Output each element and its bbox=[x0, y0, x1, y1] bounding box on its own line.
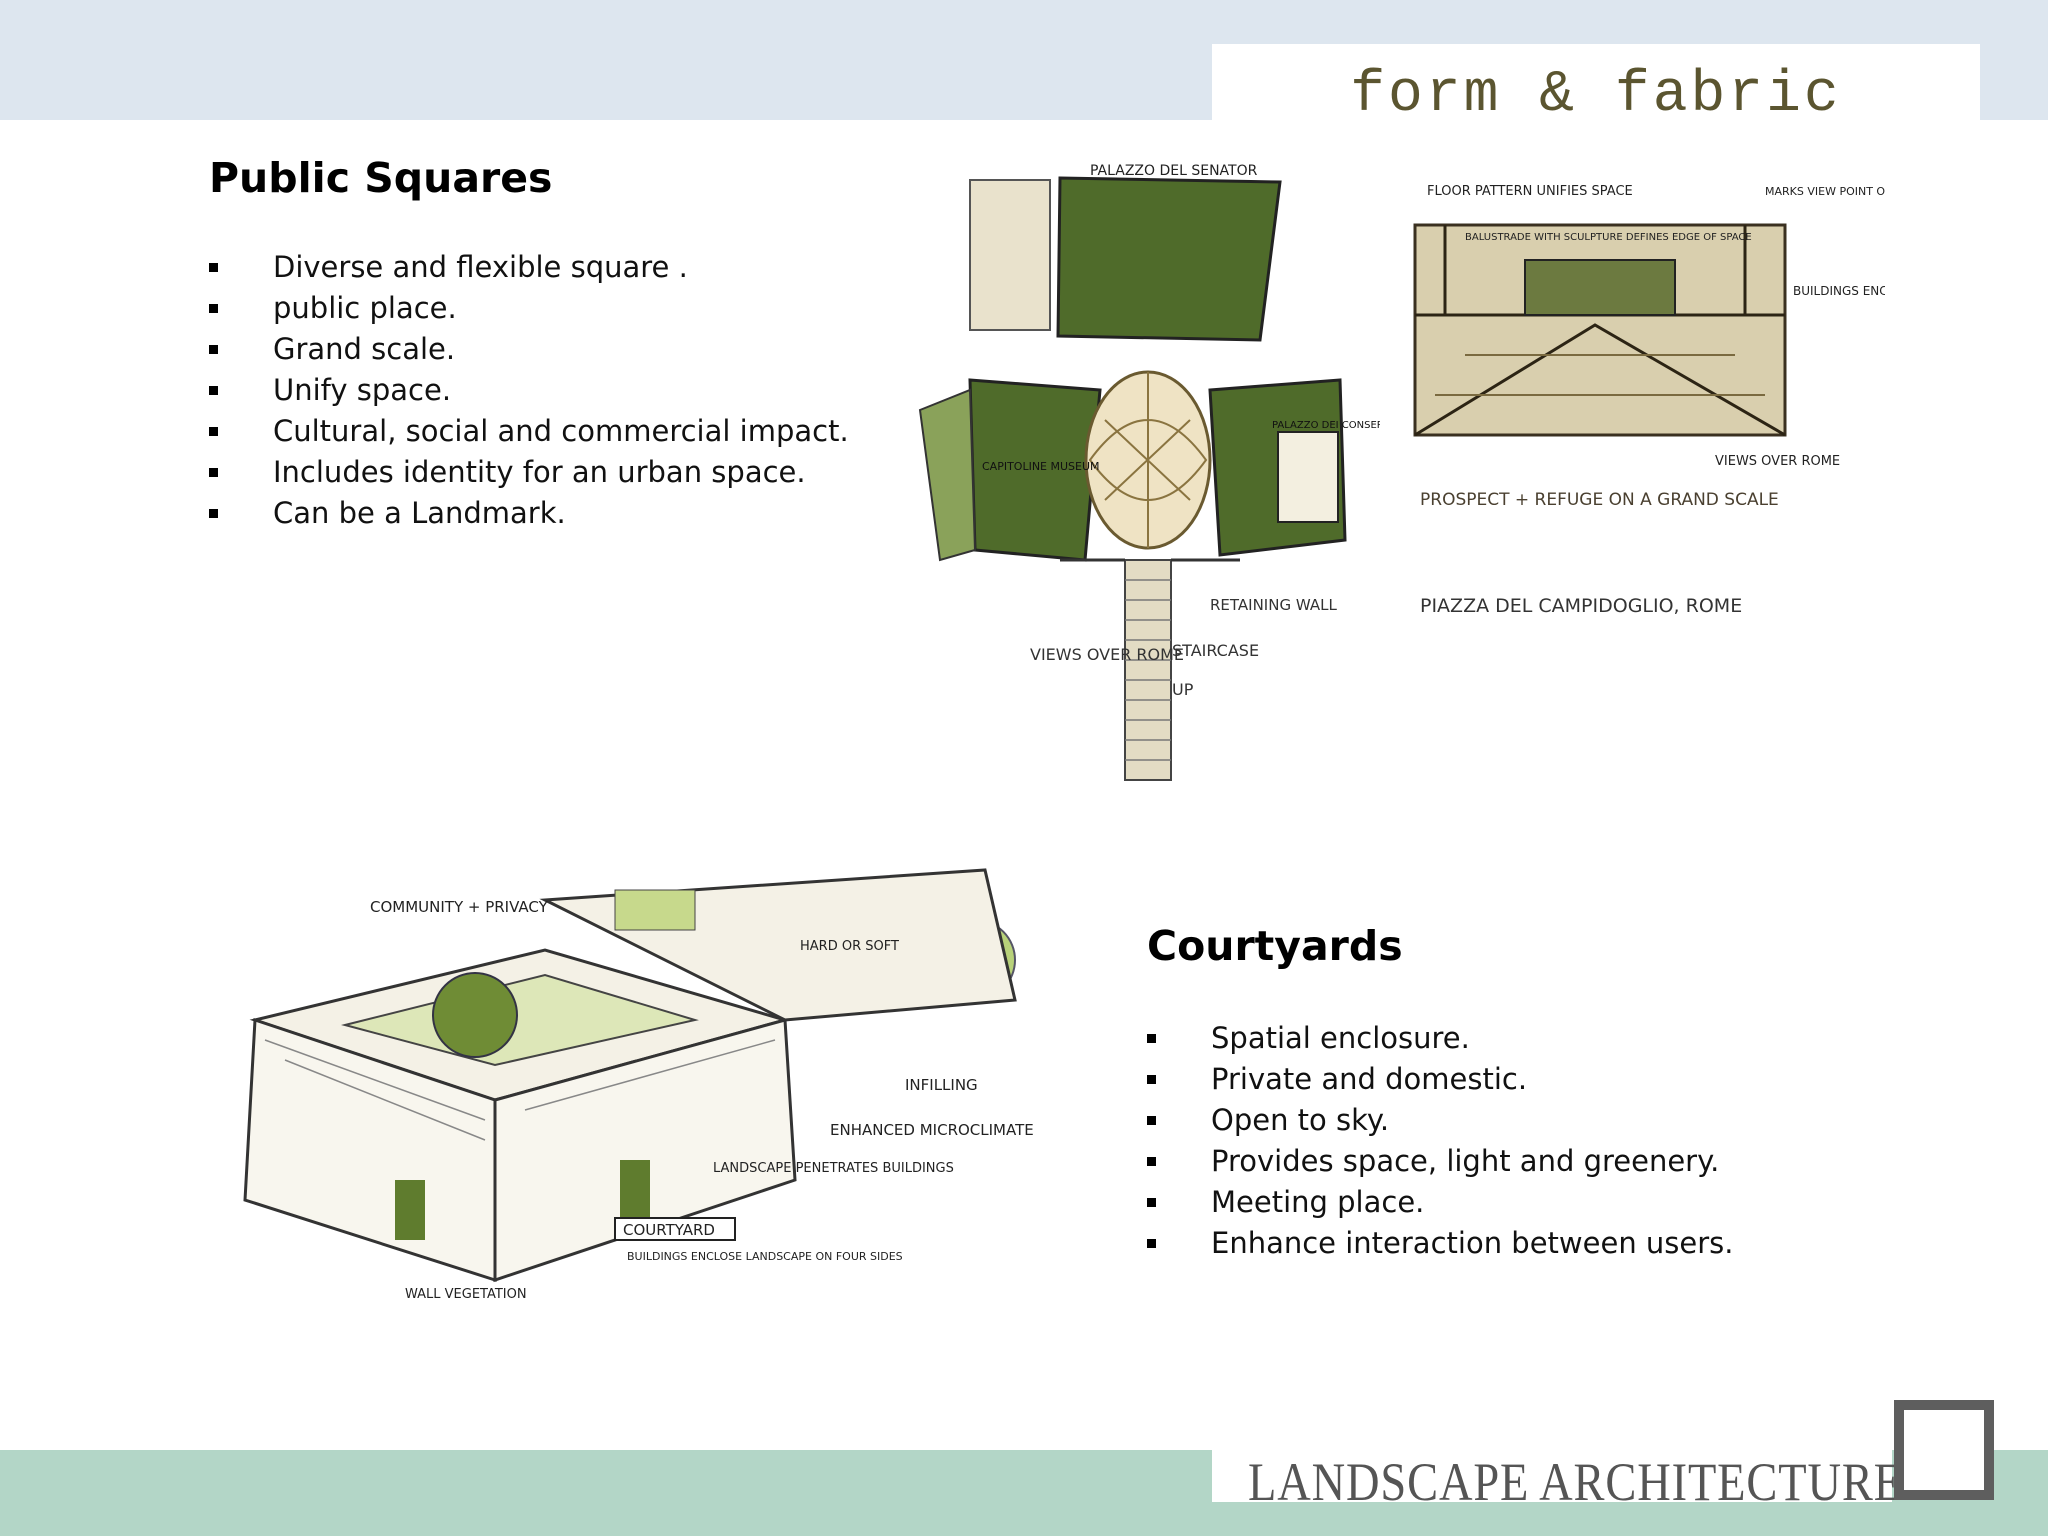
cy-hardsoft-label: HARD OR SOFT bbox=[800, 939, 899, 954]
staircase bbox=[1124, 559, 1172, 781]
courtyard-sketch: COMMUNITY + PRIVACY HARD OR SOFT INFILLI… bbox=[225, 850, 1045, 1370]
persp-marks-note: MARKS VIEW POINT ON PLAN bbox=[1765, 185, 1885, 198]
plan-views-label: VIEWS OVER ROME bbox=[1030, 645, 1184, 664]
plan-retaining-label: RETAINING WALL bbox=[1210, 596, 1337, 614]
cy-wallveg-label: WALL VEGETATION bbox=[405, 1287, 527, 1302]
square-logo-icon bbox=[1894, 1400, 1994, 1500]
campidoglio-plan-sketch: PALAZZO DEL SENATOR CAPITOLINE MUSEUM PA… bbox=[900, 160, 1380, 790]
brand-title: form & fabric bbox=[1350, 63, 1842, 128]
public-squares-title: Public Squares bbox=[209, 154, 553, 202]
plan-up-label: UP bbox=[1172, 680, 1194, 699]
list-item: Diverse and flexible square . bbox=[209, 247, 849, 288]
cy-landscape-label: LANDSCAPE PENETRATES BUILDINGS bbox=[713, 1161, 954, 1176]
cy-microclimate-label: ENHANCED MICROCLIMATE bbox=[830, 1121, 1034, 1139]
persp-buildings-note: BUILDINGS ENCLOSE + FRAME bbox=[1793, 284, 1885, 298]
plan-right-label: PALAZZO DEI CONSERVATORI bbox=[1272, 420, 1380, 431]
persp-prospect-note: PROSPECT + REFUGE ON A GRAND SCALE bbox=[1420, 490, 1779, 510]
list-item: public place. bbox=[209, 288, 849, 329]
plan-top-label: PALAZZO DEL SENATOR bbox=[1090, 163, 1258, 179]
public-squares-list: Diverse and flexible square . public pla… bbox=[209, 247, 849, 534]
list-item: Open to sky. bbox=[1147, 1100, 1734, 1141]
courtyard-tree bbox=[432, 972, 518, 1058]
list-item: Meeting place. bbox=[1147, 1182, 1734, 1223]
footer-box bbox=[1212, 1450, 1892, 1502]
list-item: Unify space. bbox=[209, 370, 849, 411]
list-item: Private and domestic. bbox=[1147, 1059, 1734, 1100]
list-item: Spatial enclosure. bbox=[1147, 1018, 1734, 1059]
persp-balustrade-note: BALUSTRADE WITH SCULPTURE DEFINES EDGE O… bbox=[1465, 232, 1752, 243]
footer-title: LANDSCAPE ARCHITECTURE bbox=[1248, 1452, 1903, 1512]
plan-staircase-label: STAIRCASE bbox=[1172, 641, 1259, 660]
courtyards-list: Spatial enclosure. Private and domestic.… bbox=[1147, 1018, 1734, 1264]
cy-infilling-label: INFILLING bbox=[905, 1076, 978, 1094]
courtyards-title: Courtyards bbox=[1147, 922, 1403, 970]
persp-views-note: VIEWS OVER ROME bbox=[1715, 454, 1840, 469]
list-item: Provides space, light and greenery. bbox=[1147, 1141, 1734, 1182]
senator-palace-block bbox=[1056, 176, 1282, 342]
list-item: Cultural, social and commercial impact. bbox=[209, 411, 849, 452]
list-item: Can be a Landmark. bbox=[209, 493, 849, 534]
cy-enclose-label: BUILDINGS ENCLOSE LANDSCAPE ON FOUR SIDE… bbox=[627, 1250, 903, 1263]
persp-floor-note: FLOOR PATTERN UNIFIES SPACE bbox=[1427, 184, 1633, 199]
list-item: Enhance interaction between users. bbox=[1147, 1223, 1734, 1264]
cy-courtyard-label: COURTYARD bbox=[623, 1221, 715, 1239]
list-item: Grand scale. bbox=[209, 329, 849, 370]
brand-box bbox=[1212, 44, 1980, 120]
plan-left-label: CAPITOLINE MUSEUM bbox=[982, 460, 1100, 473]
cy-community-label: COMMUNITY + PRIVACY bbox=[370, 898, 549, 916]
persp-caption: PIAZZA DEL CAMPIDOGLIO, ROME bbox=[1420, 595, 1742, 617]
campidoglio-perspective-sketch: FLOOR PATTERN UNIFIES SPACE MARKS VIEW P… bbox=[1405, 165, 1885, 635]
list-item: Includes identity for an urban space. bbox=[209, 452, 849, 493]
